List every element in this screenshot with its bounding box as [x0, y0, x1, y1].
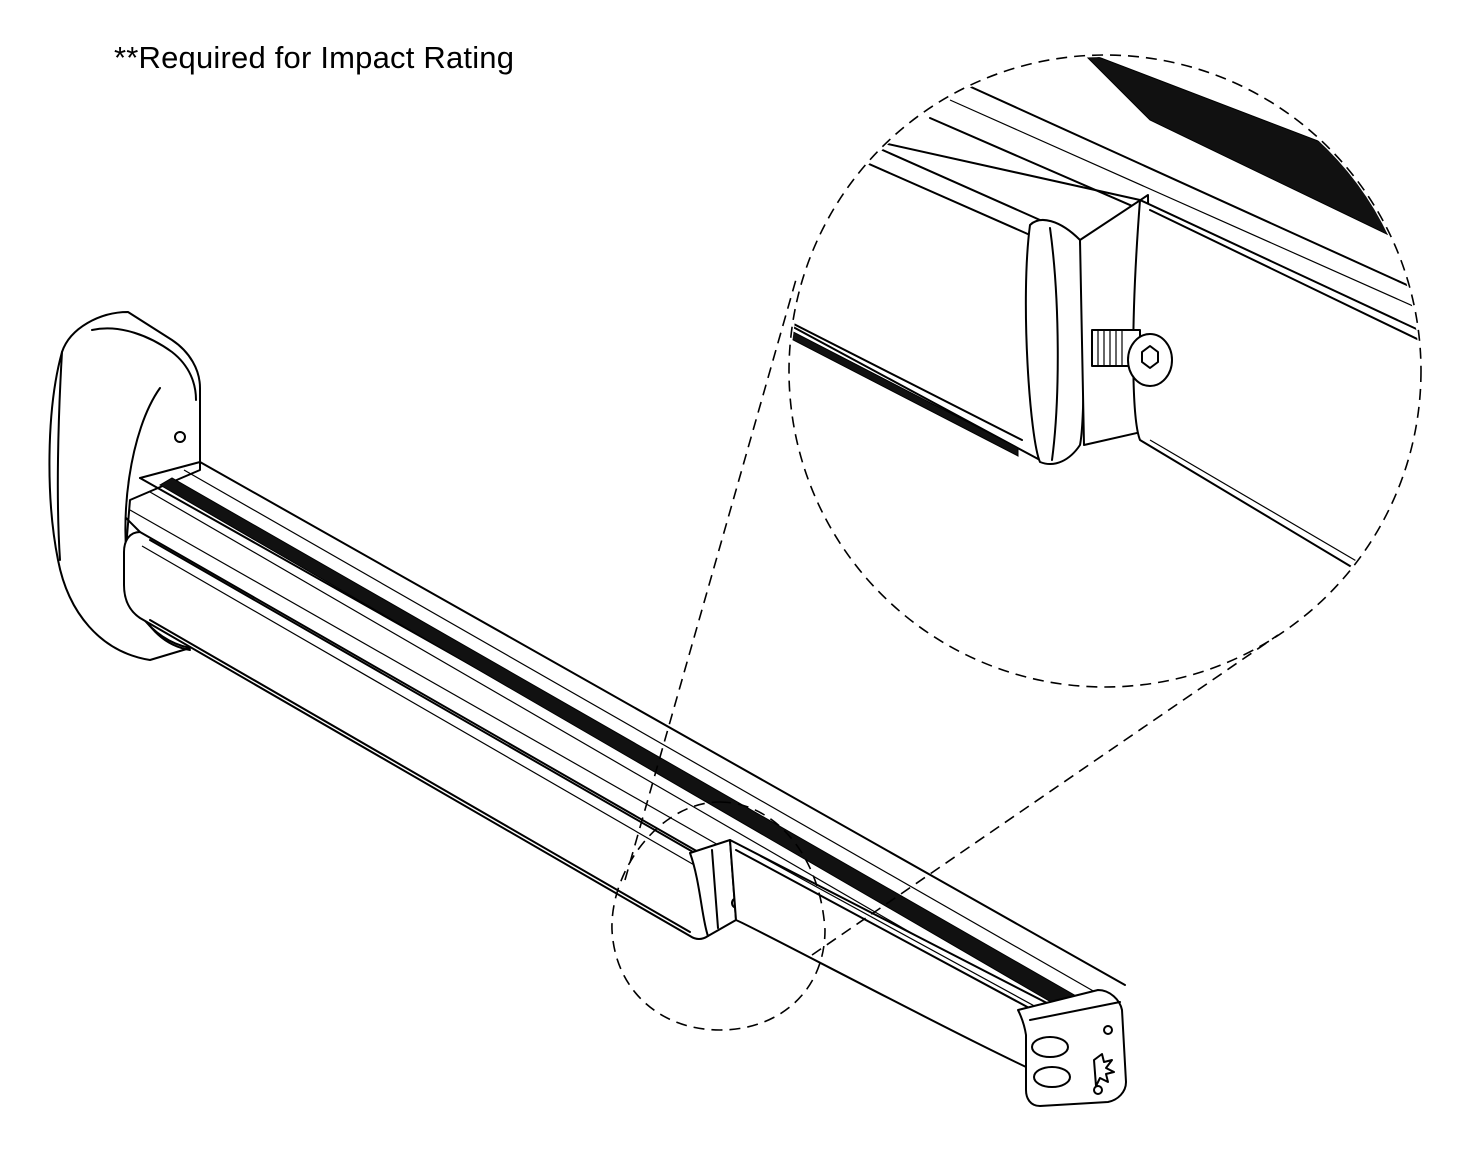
small-detail-circle	[611, 801, 826, 1031]
end-cap-screw-hole	[174, 431, 186, 443]
large-detail-circle	[788, 54, 1422, 688]
rubber-strip-hatch	[1079, 57, 1419, 251]
socket-head-screw	[1091, 329, 1173, 387]
magnified-detail	[791, 57, 1419, 621]
impact-rating-footnote: **Required for Impact Rating	[114, 40, 515, 75]
end-tip	[1017, 989, 1127, 1107]
detail-callout	[611, 54, 1422, 1031]
slot-lower	[1033, 1066, 1071, 1088]
logo-icon	[1093, 1053, 1115, 1087]
bar-channel	[129, 461, 1126, 1023]
end-cap-housing	[48, 311, 201, 661]
slot-upper	[1031, 1036, 1069, 1058]
push-pad	[123, 517, 709, 940]
